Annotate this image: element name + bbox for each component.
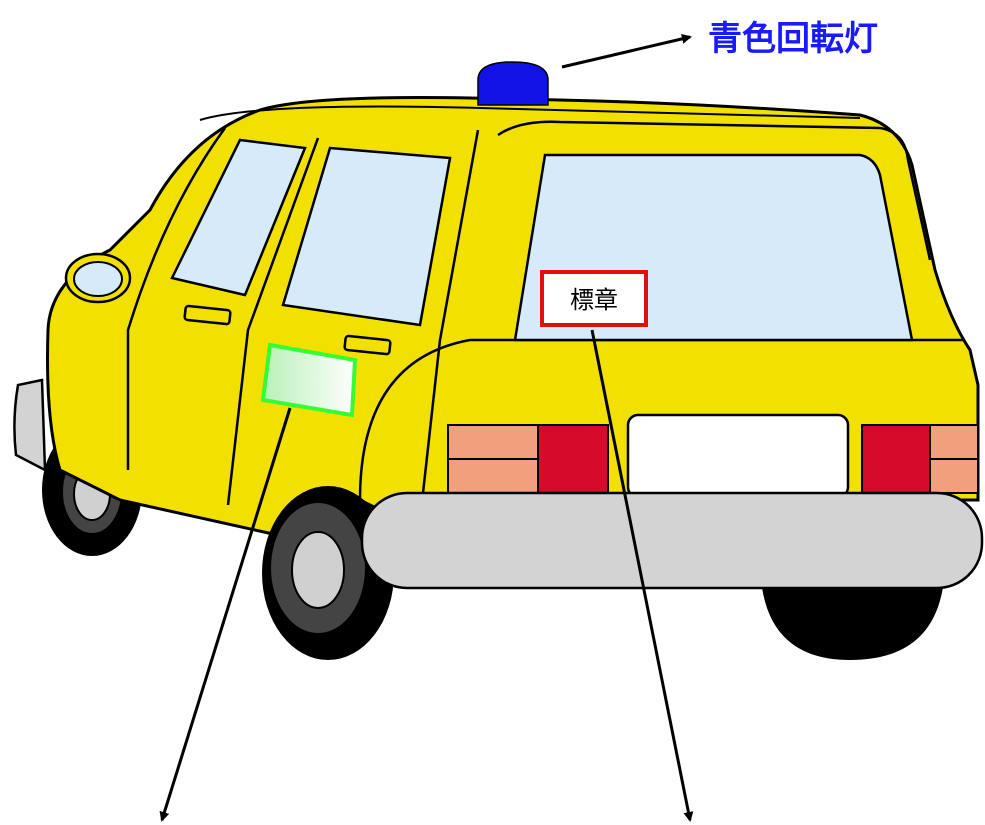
license-plate [626, 413, 850, 499]
blue-light-arrow [561, 33, 692, 69]
rear-bumper [360, 491, 984, 590]
rear-side-window [281, 146, 452, 327]
door-sticker [260, 342, 358, 418]
door-line-mid [226, 137, 320, 506]
badge-label: 標章 [570, 286, 618, 314]
c-pillar [497, 120, 932, 261]
blue-light-label: 青色回転灯 [708, 19, 878, 59]
badge-pointer-arrow [590, 329, 694, 822]
front-bumper [13, 378, 47, 473]
door-line-front [126, 127, 227, 470]
blue-rotating-beacon [477, 61, 549, 106]
front-wheel [262, 486, 394, 660]
front-door-handle [183, 304, 232, 326]
sticker-pointer-arrow [159, 407, 292, 822]
tail-light-right [861, 424, 979, 494]
rear-door-handle [343, 334, 392, 356]
roof-line [199, 105, 861, 121]
front-side-window [170, 138, 307, 297]
rear-body-edge [358, 338, 965, 501]
side-mirror-glass [73, 261, 123, 297]
tail-light-left [447, 424, 609, 494]
badge-label-box: 標章 [540, 270, 648, 327]
door-line-rear [418, 129, 480, 521]
